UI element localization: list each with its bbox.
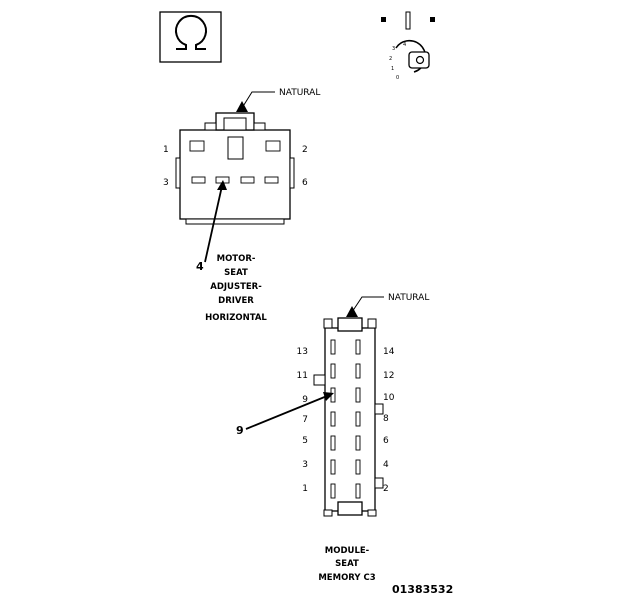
svg-text:12: 12	[383, 371, 394, 381]
svg-text:SEAT: SEAT	[224, 268, 248, 278]
callout-number-9: 9	[236, 424, 244, 437]
natural-pointer-a	[236, 91, 275, 112]
cavity-column-right	[355, 339, 361, 499]
ignition-key-icon: 3 2 1 0 4	[381, 11, 435, 81]
pin-label-2: 2	[302, 145, 308, 155]
svg-text:1: 1	[302, 484, 308, 494]
svg-text:HORIZONTAL: HORIZONTAL	[205, 313, 267, 323]
svg-text:13: 13	[297, 347, 308, 357]
pin-label-6: 6	[302, 178, 308, 188]
svg-text:14: 14	[383, 347, 395, 357]
pin-label-1: 1	[163, 145, 169, 155]
svg-text:SEAT: SEAT	[335, 559, 359, 569]
cavity-column-left	[330, 339, 336, 499]
connector-a-name: MOTOR- SEAT ADJUSTER- DRIVER HORIZONTAL	[205, 254, 267, 323]
svg-text:10: 10	[383, 393, 395, 403]
svg-text:9: 9	[302, 395, 308, 405]
figure-id: 01383532	[392, 583, 453, 596]
ohm-icon	[159, 11, 222, 63]
callout-arrow-4	[204, 180, 227, 263]
svg-text:ADJUSTER-: ADJUSTER-	[210, 282, 262, 292]
svg-text:2: 2	[383, 484, 389, 494]
svg-text:11: 11	[297, 371, 308, 381]
svg-text:4: 4	[383, 460, 389, 470]
svg-text:DRIVER: DRIVER	[218, 296, 254, 306]
svg-text:3: 3	[392, 46, 395, 52]
cavity-2	[265, 140, 281, 152]
svg-text:0: 0	[396, 75, 399, 81]
natural-pointer-b	[346, 296, 384, 317]
svg-text:6: 6	[383, 436, 389, 446]
callout-arrow-9	[245, 392, 334, 430]
connector-b-name: MODULE- SEAT MEMORY C3	[318, 546, 375, 583]
svg-text:MODULE-: MODULE-	[325, 546, 370, 556]
svg-text:5: 5	[302, 436, 308, 446]
connector-b-left-pin-labels: 13 11 9 7 5 3 1	[297, 347, 309, 494]
natural-label-a: NATURAL	[279, 88, 320, 98]
cavity-3	[191, 176, 206, 184]
connector-b-right-pin-labels: 14 12 10 8 6 4 2	[383, 347, 395, 494]
svg-text:MEMORY C3: MEMORY C3	[318, 573, 375, 583]
svg-text:1: 1	[391, 66, 394, 72]
svg-text:MOTOR-: MOTOR-	[217, 254, 256, 264]
svg-text:4: 4	[403, 42, 406, 48]
connector-module-seat-memory	[313, 317, 384, 517]
svg-text:8: 8	[383, 414, 389, 424]
svg-text:2: 2	[389, 56, 392, 62]
svg-text:3: 3	[302, 460, 308, 470]
connector-b-bottom-latch	[337, 501, 363, 516]
callout-number-4: 4	[196, 260, 204, 273]
cavity-1	[189, 140, 205, 152]
svg-text:7: 7	[302, 415, 308, 425]
connector-b-top-latch	[337, 317, 363, 332]
connector-motor-seat-adjuster	[175, 112, 295, 225]
cavity-6	[264, 176, 279, 184]
natural-label-b: NATURAL	[388, 293, 429, 303]
cavity-5	[240, 176, 255, 184]
pin-label-3: 3	[163, 178, 169, 188]
